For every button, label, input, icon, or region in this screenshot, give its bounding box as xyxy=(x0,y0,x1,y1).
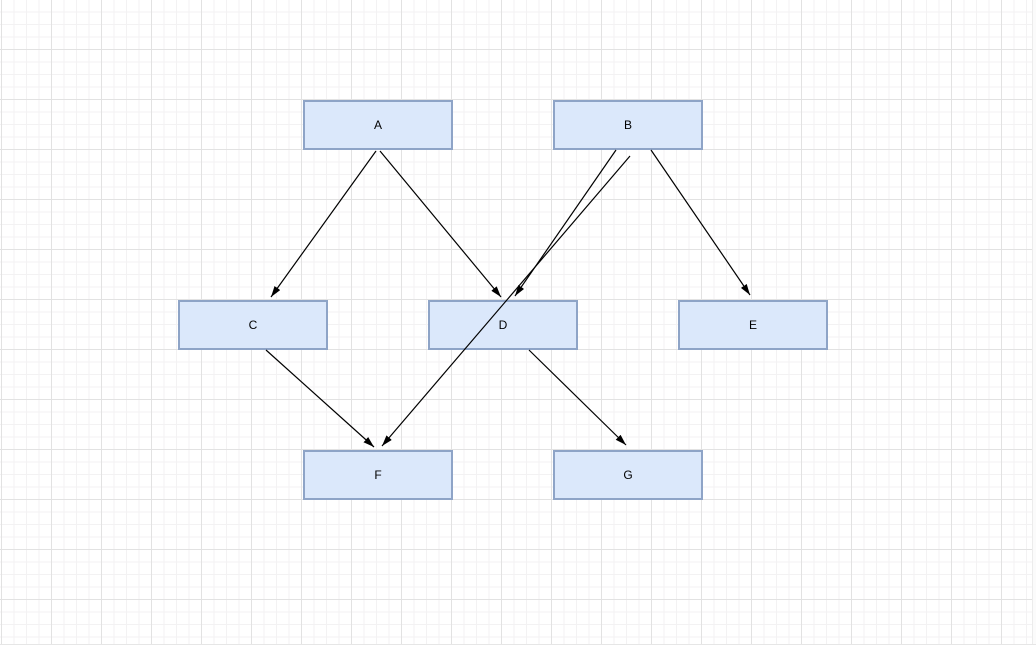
node-F[interactable]: F xyxy=(303,450,453,500)
canvas-right-edge xyxy=(1032,0,1036,650)
node-label: E xyxy=(748,318,757,332)
node-D[interactable]: D xyxy=(428,300,578,350)
node-E[interactable]: E xyxy=(678,300,828,350)
node-A[interactable]: A xyxy=(303,100,453,150)
canvas-bottom-edge xyxy=(0,644,1036,650)
node-label: B xyxy=(623,118,632,132)
node-label: G xyxy=(623,468,633,482)
node-label: C xyxy=(248,318,258,332)
node-label: F xyxy=(374,468,382,482)
node-B[interactable]: B xyxy=(553,100,703,150)
node-label: A xyxy=(373,118,382,132)
node-C[interactable]: C xyxy=(178,300,328,350)
node-G[interactable]: G xyxy=(553,450,703,500)
node-label: D xyxy=(498,318,508,332)
